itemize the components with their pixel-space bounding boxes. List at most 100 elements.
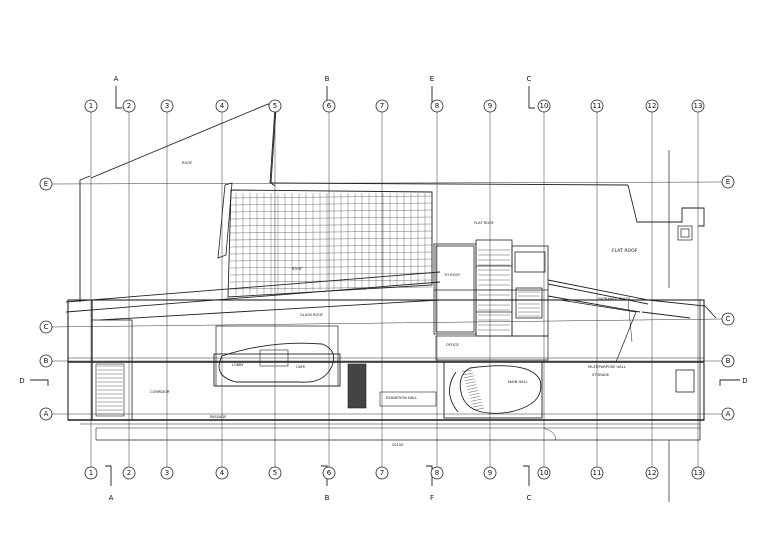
- section-bottom-c: C: [527, 494, 532, 502]
- svg-text:1: 1: [89, 102, 93, 110]
- main-floor-outline: [67, 299, 705, 441]
- svg-text:8: 8: [435, 102, 439, 110]
- label-grid-area: ROOF: [292, 267, 302, 271]
- bubble-top-11: 11: [590, 99, 604, 113]
- bubble-bottom-6: 6: [322, 466, 336, 480]
- svg-text:5: 5: [273, 102, 277, 110]
- roof-mesh-line: [229, 195, 433, 199]
- label-corridor: CORRIDOR: [150, 390, 170, 394]
- svg-text:C: C: [44, 323, 49, 331]
- roof-mesh-line: [229, 286, 433, 290]
- svg-text:7: 7: [380, 102, 384, 110]
- bubble-bottom-12: 12: [645, 466, 659, 480]
- section-side-right: D: [742, 377, 747, 385]
- roof-mesh-line: [229, 230, 433, 234]
- label-roof-left: ROOF: [182, 161, 192, 165]
- svg-text:A: A: [726, 410, 731, 418]
- stair-tread: [473, 404, 484, 408]
- column-bubbles-bottom: 1 2 3 4 5 6 7 8 9 10 11 12 13: [84, 466, 705, 480]
- stair-tread: [469, 393, 480, 396]
- stair-tread: [471, 399, 482, 402]
- svg-text:10: 10: [540, 469, 549, 477]
- stair-tread: [466, 384, 477, 387]
- svg-text:3: 3: [165, 469, 169, 477]
- roof-mesh-line: [229, 223, 433, 227]
- label-lobby: LOBBY: [232, 363, 244, 367]
- svg-text:7: 7: [380, 469, 384, 477]
- roof-mesh-line: [229, 258, 433, 262]
- stair-tread: [468, 390, 479, 393]
- roof-mesh-line: [229, 251, 433, 255]
- label-right-note2: STORAGE: [592, 373, 610, 377]
- svg-text:A: A: [44, 410, 49, 418]
- svg-text:2: 2: [127, 469, 131, 477]
- bubble-bottom-8: 8: [430, 466, 444, 480]
- stair-tread: [473, 407, 485, 411]
- bubble-top-3: 3: [160, 99, 174, 113]
- section-top-e: E: [430, 75, 434, 83]
- stair-tread: [465, 381, 476, 384]
- svg-text:8: 8: [435, 469, 439, 477]
- section-top-a: A: [114, 75, 119, 83]
- roof-band: [65, 271, 717, 321]
- grid-axis-row: [51, 318, 723, 328]
- stair-tread: [461, 369, 473, 373]
- bubble-top-8: 8: [430, 99, 444, 113]
- right-markers: [668, 150, 693, 502]
- svg-text:10: 10: [540, 102, 549, 110]
- bubble-top-9: 9: [483, 99, 497, 113]
- section-top-c: C: [527, 75, 532, 83]
- bubble-left-b: B: [39, 354, 53, 368]
- roof-mesh-line: [229, 237, 433, 241]
- label-bottom-note: ENTRANCE PLAZA: [598, 297, 631, 301]
- roof-mesh-line: [229, 202, 433, 206]
- bubble-left-e: E: [39, 177, 53, 191]
- label-cafe: CAFE: [296, 365, 306, 369]
- bubble-top-4: 4: [215, 99, 229, 113]
- bubble-top-7: 7: [375, 99, 389, 113]
- bubble-bottom-11: 11: [590, 466, 604, 480]
- label-right-note: MULTIPURPOSE HALL: [588, 365, 626, 369]
- bubble-top-2: 2: [122, 99, 136, 113]
- svg-text:1: 1: [89, 469, 93, 477]
- bubble-top-10: 10: [537, 99, 551, 113]
- central-core: [433, 239, 549, 337]
- roof-mesh-line: [229, 272, 433, 276]
- svg-text:11: 11: [593, 469, 602, 477]
- bubble-bottom-1: 1: [84, 466, 98, 480]
- bubble-right-a: A: [721, 407, 735, 421]
- roof-mesh-line: [229, 265, 433, 269]
- glass-roof-grid: [217, 182, 433, 298]
- bubble-right-c: C: [721, 312, 735, 326]
- section-side-left: D: [19, 377, 24, 385]
- floor-stairs: [97, 365, 485, 415]
- section-bottom-b: B: [325, 494, 330, 502]
- svg-text:4: 4: [220, 102, 225, 110]
- svg-text:E: E: [44, 180, 48, 188]
- svg-text:3: 3: [165, 102, 169, 110]
- label-bottom-dim: 20100: [392, 443, 404, 447]
- stair-tread: [470, 396, 481, 399]
- label-roof-glass: GLASS ROOF: [300, 313, 323, 317]
- bubble-bottom-9: 9: [483, 466, 497, 480]
- section-labels: A B E C A B F C D D: [19, 75, 747, 502]
- svg-text:6: 6: [327, 102, 332, 110]
- svg-text:13: 13: [694, 102, 703, 110]
- bubble-bottom-4: 4: [215, 466, 229, 480]
- svg-text:C: C: [726, 315, 731, 323]
- bubble-bottom-5: 5: [268, 466, 282, 480]
- grid-axis-row: [51, 181, 723, 185]
- bubble-bottom-10: 10: [537, 466, 551, 480]
- bubble-left-a: A: [39, 407, 53, 421]
- svg-text:12: 12: [648, 469, 657, 477]
- svg-text:12: 12: [648, 102, 657, 110]
- bubble-bottom-13: 13: [691, 466, 705, 480]
- svg-text:B: B: [726, 357, 731, 365]
- stair-treads: [478, 249, 540, 331]
- label-stair-note: TO ROOF: [443, 273, 460, 277]
- svg-text:2: 2: [127, 102, 131, 110]
- bubble-right-b: B: [721, 354, 735, 368]
- bubble-top-12: 12: [645, 99, 659, 113]
